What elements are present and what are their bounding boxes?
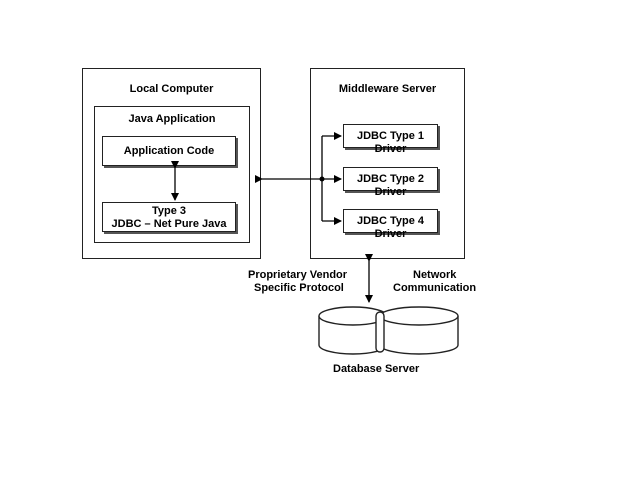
jdbc-type1-driver-label: JDBC Type 1 Driver — [356, 130, 425, 155]
type3-driver-line1: Type 3 — [151, 205, 187, 217]
jdbc-type4-driver-label: JDBC Type 4 Driver — [356, 215, 425, 240]
protocol-label-line1: Proprietary Vendor — [248, 269, 348, 281]
branch-junction-dot — [319, 176, 325, 182]
network-label-line2: Communication — [393, 282, 477, 294]
application-code-box: Application Code — [102, 136, 236, 166]
jdbc-type1-driver-box: JDBC Type 1 Driver — [343, 124, 438, 155]
database-icon — [318, 306, 459, 355]
type3-driver-box: Type 3 JDBC – Net Pure Java — [102, 202, 236, 232]
jdbc-type2-driver-label: JDBC Type 2 Driver — [356, 173, 425, 198]
protocol-label-line2: Specific Protocol — [254, 282, 344, 294]
application-code-label: Application Code — [123, 145, 215, 157]
middleware-server-title: Middleware Server — [338, 83, 437, 95]
jdbc-type4-driver-box: JDBC Type 4 Driver — [343, 209, 438, 240]
type3-driver-line2: JDBC – Net Pure Java — [111, 218, 227, 230]
jdbc-type2-driver-box: JDBC Type 2 Driver — [343, 167, 438, 198]
database-server-label: Database Server — [333, 363, 420, 375]
java-application-title: Java Application — [128, 113, 216, 125]
network-label-line1: Network — [413, 269, 457, 281]
local-computer-title: Local Computer — [129, 83, 214, 95]
